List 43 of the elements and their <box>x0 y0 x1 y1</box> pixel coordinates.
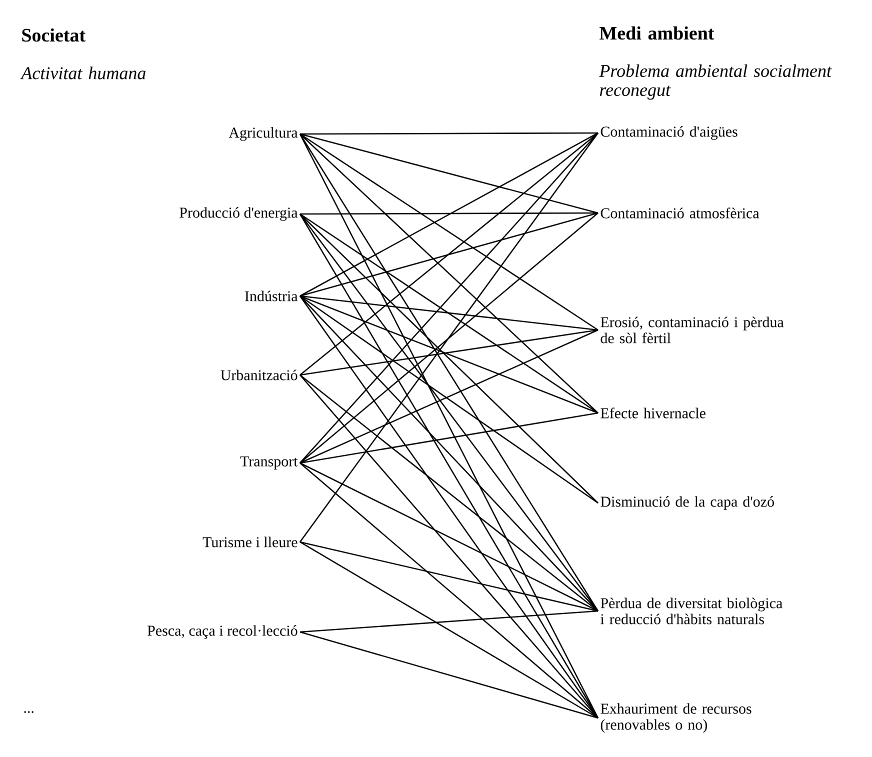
connector-line <box>300 374 598 612</box>
connector-line <box>300 133 598 214</box>
problem-label: Erosió, contaminació i pèrdua de sòl fèrtil <box>600 316 784 344</box>
activity-label: Agricultura <box>228 127 298 141</box>
connector-line <box>300 296 598 612</box>
activity-label: Pesca, caça i recol·lecció <box>148 625 298 639</box>
column-subheading: Problema ambiental socialment reconegut <box>599 64 832 100</box>
problem-label: Disminució de la capa d'ozó <box>600 496 774 510</box>
connector-line <box>300 541 598 719</box>
problem-label: Pèrdua de diversitat biològica i reducció d'hàbits naturals <box>600 598 782 624</box>
activity-label: Producció d'energia <box>180 207 298 221</box>
connector-line <box>300 541 598 612</box>
connector-line <box>300 631 598 719</box>
activity-label: Turisme i lleure <box>202 536 298 548</box>
connector-line <box>300 295 598 504</box>
activity-label: Transport <box>240 456 298 470</box>
connector-line <box>300 295 598 414</box>
connector-line <box>299 296 599 718</box>
column-subheading: Activitat humana <box>20 66 146 80</box>
connector-line <box>300 329 598 464</box>
connector-line <box>300 462 598 612</box>
connector-line <box>300 462 598 718</box>
connector-line <box>300 412 598 464</box>
connector-line <box>300 133 598 331</box>
connector-line <box>300 213 598 414</box>
column-heading: Medi ambient <box>600 26 714 40</box>
problem-label: Contaminació atmosfèrica <box>600 208 760 218</box>
connector-line <box>300 295 598 331</box>
connector-line <box>300 132 598 464</box>
column-heading: Societat <box>22 28 86 42</box>
problem-label: Exhauriment de recursos (renovables o no) <box>600 703 752 733</box>
connector-line <box>299 214 599 612</box>
connector-line <box>300 132 598 135</box>
ellipsis-text: ... <box>24 711 34 713</box>
connector-line <box>300 610 598 633</box>
connector-line <box>300 212 598 215</box>
activity-label: Urbanització <box>220 370 298 380</box>
activity-label: Indústria <box>245 290 298 302</box>
connector-line <box>300 132 598 297</box>
connector-line <box>300 212 598 297</box>
connector-line <box>300 329 598 376</box>
problem-label: Contaminació d'aigües <box>600 126 738 140</box>
problem-label: Efecte hivernacle <box>600 408 706 418</box>
